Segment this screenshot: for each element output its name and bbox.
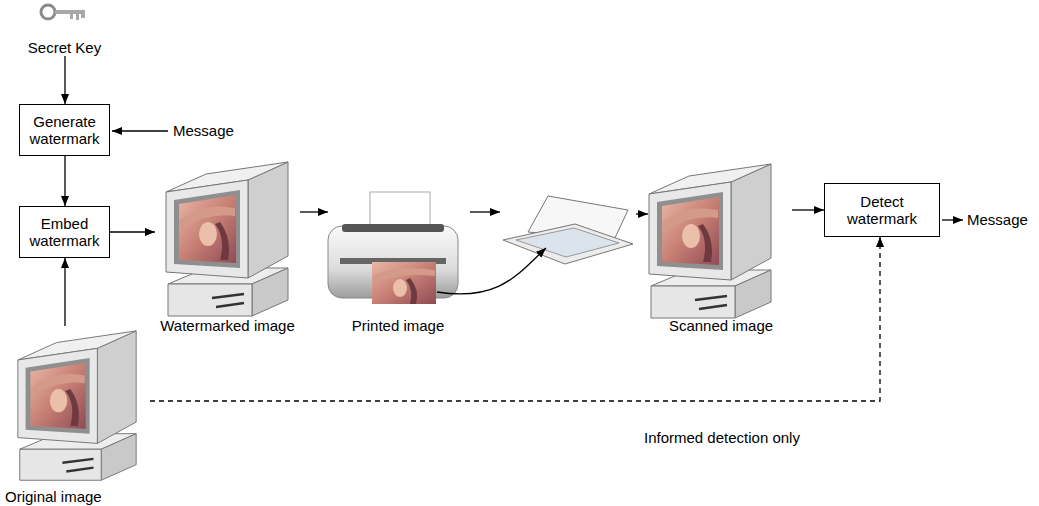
key-node: Secret Key [19,0,110,56]
computer-node: Original image [0,326,150,505]
node-text: Watermarked image [160,317,295,334]
node-text: Printed image [352,317,445,334]
computer-icon [166,162,288,316]
connector-arrow [64,258,65,326]
message-label: Message [172,122,235,139]
illustration-part [81,14,85,18]
illustration-part [70,14,73,19]
illustration-part [516,228,619,257]
illustration-part [393,279,407,297]
message-arrow [942,219,963,220]
flow-arrow [636,213,648,214]
connector-arrow [792,209,824,210]
message-arrow [112,130,168,131]
printer-node: Printed image [328,190,468,334]
transfer-curve [437,248,546,294]
illustration-part [41,5,55,19]
illustration-part [76,14,79,20]
computer-node: Watermarked image [155,156,300,334]
process-box: Detect watermark [824,183,940,237]
connector-arrow [300,211,328,212]
connector-arrow [110,231,155,232]
node-text: Scanned image [669,317,773,334]
key-icon [41,5,85,20]
printer-icon [328,192,458,304]
node-text: Detect watermark [831,193,933,227]
process-box: Generate watermark [19,104,110,156]
scanner-icon [503,196,633,264]
connector-arrow [64,56,65,104]
connector-arrow [64,156,65,206]
illustration-part [503,224,633,264]
node-text: Embed watermark [26,215,103,249]
illustration-part [55,10,85,14]
computer-icon [649,164,771,318]
illustration-part [372,262,436,304]
node-text: Generate watermark [26,113,103,147]
computer-node: Scanned image [650,158,792,334]
computer-icon [18,331,136,480]
illustration-part [406,278,417,304]
node-text: Secret Key [28,39,101,56]
process-box: Embed watermark [19,206,110,258]
node-text: Original image [5,488,102,505]
illustration-part [342,224,444,232]
flow-arrow [470,211,500,212]
edge-label: Informed detection only [643,429,801,446]
connector-arrow [150,237,880,401]
message-label: Message [966,211,1029,228]
